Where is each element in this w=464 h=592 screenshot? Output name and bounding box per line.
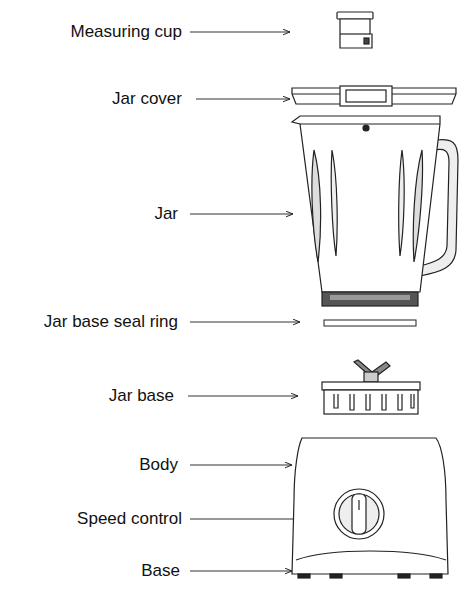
- part-label: Base: [141, 561, 180, 581]
- jar-part: [300, 123, 440, 124]
- jar-base-seal-ring: [324, 320, 416, 326]
- jar-part: [322, 292, 418, 306]
- part-label: Measuring cup: [70, 22, 182, 42]
- part-label: Speed control: [77, 509, 182, 529]
- jar-cover-part: [292, 88, 456, 104]
- blender-body-part: [398, 574, 410, 578]
- jar-base-part-part: [382, 394, 386, 410]
- part-label: Jar: [154, 204, 178, 224]
- blender-body-part: [296, 551, 446, 560]
- jar-cover: [292, 86, 456, 106]
- blender-body-part: [330, 574, 342, 578]
- blender-body-part: [292, 438, 448, 574]
- speed-control-knob: [334, 489, 384, 539]
- jar: [292, 116, 458, 306]
- jar-base-part: [334, 394, 414, 410]
- leader-lines-part: [188, 396, 298, 397]
- measuring-cup-part: [337, 12, 373, 19]
- speed-control-knob-part: [352, 494, 366, 534]
- part-label: Body: [139, 455, 178, 475]
- part-label: Jar base: [109, 386, 174, 406]
- leader-lines-part: [190, 32, 290, 33]
- jar-cover-part: [340, 86, 392, 106]
- jar-part: [363, 125, 369, 131]
- jar-base-part-part: [366, 394, 370, 410]
- jar-base-part: [324, 390, 418, 414]
- leader-lines-part: [190, 214, 293, 215]
- jar-part: [413, 150, 422, 262]
- leader-lines-part: [190, 322, 300, 323]
- leader-lines-part: [196, 99, 290, 100]
- measuring-cup-part: [364, 38, 369, 44]
- blender-body-part: [430, 574, 442, 578]
- jar-base-part: [322, 382, 420, 390]
- jar-cover-part: [346, 90, 386, 102]
- blender-body: [292, 438, 448, 578]
- jar-part: [312, 150, 321, 262]
- jar-base: [322, 360, 420, 414]
- jar-base-part-part: [350, 394, 354, 410]
- speed-control-knob-part: [358, 500, 359, 510]
- jar-part: [330, 295, 410, 300]
- leader-lines-part: [190, 465, 292, 466]
- measuring-cup-part: [340, 19, 372, 48]
- jar-base-part: [364, 372, 378, 382]
- measuring-cup: [337, 12, 373, 48]
- jar-base-part-part: [334, 394, 338, 408]
- measuring-cup-part: [340, 33, 370, 34]
- jar-part: [399, 150, 404, 256]
- leader-lines-part: [190, 571, 292, 572]
- jar-part: [331, 150, 337, 256]
- jar-base-part-part: [398, 394, 402, 410]
- jar-base-part-part: [411, 394, 414, 408]
- speed-control-knob-part: [334, 489, 384, 539]
- part-label: Jar base seal ring: [44, 312, 178, 332]
- speed-control-knob-part: [339, 494, 379, 534]
- part-label: Jar cover: [112, 89, 182, 109]
- blender-body-part: [298, 574, 310, 578]
- jar-part: [292, 116, 440, 292]
- jar-base-seal-ring-part: [324, 320, 416, 326]
